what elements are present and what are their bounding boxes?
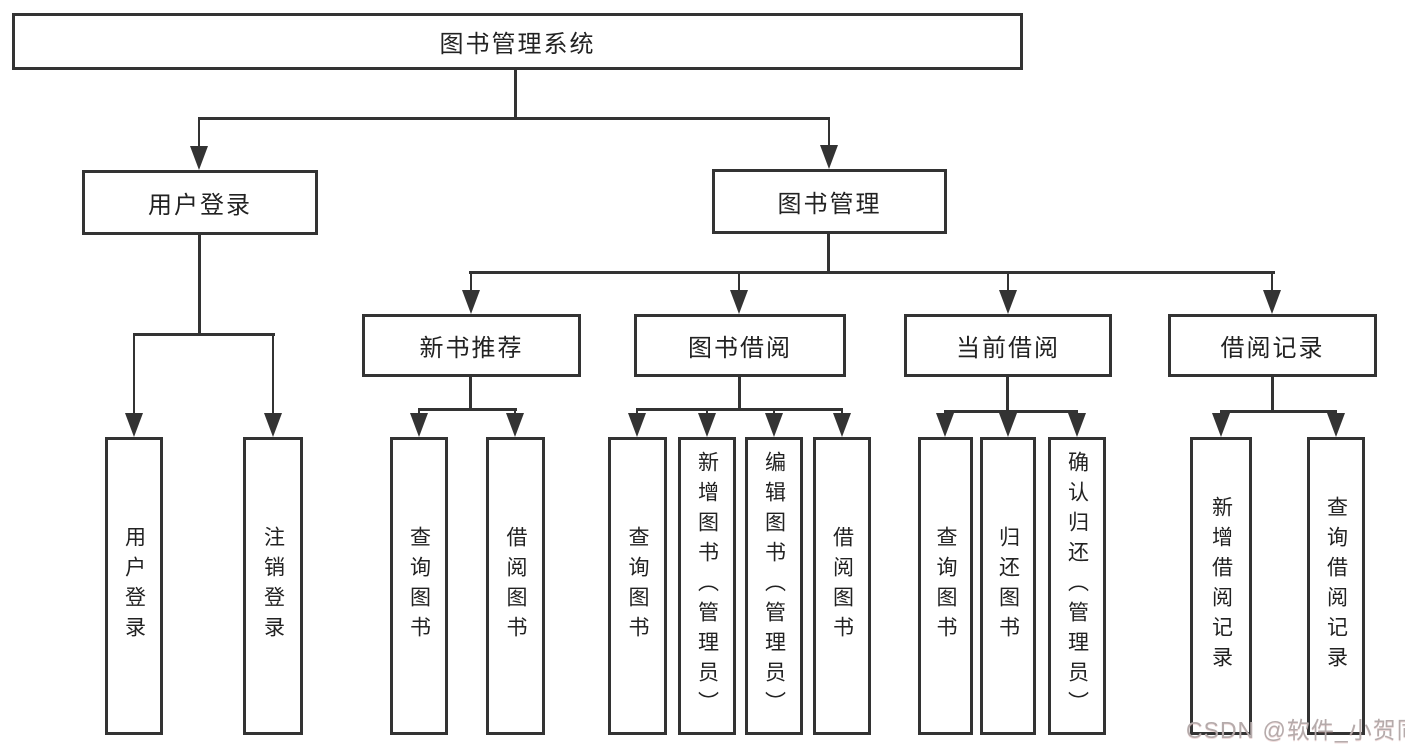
- connector-level2-hline: [198, 117, 830, 120]
- connector-drop-borrowing: [738, 271, 740, 293]
- connector-new-book-hline: [418, 408, 517, 411]
- arrow-down-icon: [730, 290, 748, 314]
- arrow-down-icon: [698, 413, 716, 437]
- node-borrow-records: 借阅记录: [1168, 314, 1377, 377]
- arrow-down-icon: [628, 413, 646, 437]
- connector-book-management-stem: [827, 234, 830, 273]
- leaf-records-query-record-label: 查询借阅记录: [1324, 496, 1348, 676]
- leaf-current-confirm-return-admin-label: 确认归还（管理员）: [1065, 451, 1089, 721]
- connector-user-login-hline: [133, 333, 275, 336]
- connector-drop: [841, 408, 843, 416]
- connector-records-hline: [1220, 410, 1337, 413]
- leaf-borrowing-borrow-books: 借阅图书: [813, 437, 871, 735]
- connector-borrowing-stem: [738, 377, 741, 409]
- arrow-down-icon: [1068, 413, 1086, 437]
- connector-drop-user-login: [198, 117, 200, 149]
- leaf-borrowing-query-books: 查询图书: [608, 437, 667, 735]
- arrow-down-icon: [264, 413, 282, 437]
- arrow-down-icon: [462, 290, 480, 314]
- leaf-user-login-label: 用户登录: [122, 526, 146, 646]
- arrow-down-icon: [125, 413, 143, 437]
- leaf-records-query-record: 查询借阅记录: [1307, 437, 1365, 735]
- arrow-down-icon: [190, 146, 208, 170]
- connector-drop-new-book: [470, 271, 472, 293]
- connector-drop-current: [1007, 271, 1009, 293]
- arrow-down-icon: [833, 413, 851, 437]
- connector-new-book-stem: [469, 377, 472, 409]
- leaf-current-confirm-return-admin: 确认归还（管理员）: [1048, 437, 1106, 735]
- connector-drop-leaf-user-login: [133, 333, 135, 417]
- csdn-watermark: CSDN @软件_小贺同学: [1186, 717, 1405, 743]
- leaf-current-query-books-label: 查询图书: [934, 526, 957, 646]
- connector-drop-book-management: [828, 117, 830, 149]
- node-user-login: 用户登录: [82, 170, 318, 235]
- leaf-logout: 注销登录: [243, 437, 303, 735]
- leaf-recommend-borrow-books-label: 借阅图书: [504, 526, 527, 646]
- leaf-current-query-books: 查询图书: [918, 437, 973, 735]
- leaf-recommend-borrow-books: 借阅图书: [486, 437, 545, 735]
- connector-root-stem: [514, 70, 517, 118]
- leaf-borrowing-query-books-label: 查询图书: [626, 526, 649, 646]
- arrow-down-icon: [1212, 413, 1230, 437]
- connector-drop: [773, 408, 775, 416]
- connector-drop: [706, 408, 708, 416]
- leaf-borrowing-edit-books-admin: 编辑图书（管理员）: [745, 437, 803, 735]
- arrow-down-icon: [1327, 413, 1345, 437]
- leaf-current-return-books: 归还图书: [980, 437, 1036, 735]
- leaf-recommend-query-books: 查询图书: [390, 437, 448, 735]
- arrow-down-icon: [999, 290, 1017, 314]
- leaf-borrowing-edit-books-admin-label: 编辑图书（管理员）: [762, 451, 786, 721]
- node-book-management-label: 图书管理: [777, 191, 882, 218]
- node-current-borrowing-label: 当前借阅: [956, 335, 1060, 362]
- connector-current-hline: [944, 410, 1078, 413]
- arrow-down-icon: [999, 413, 1017, 437]
- connector-drop: [636, 408, 638, 416]
- node-book-borrowing: 图书借阅: [634, 314, 846, 377]
- arrow-down-icon: [410, 413, 428, 437]
- connector-drop: [514, 408, 516, 416]
- node-new-book-recommend-label: 新书推荐: [419, 335, 524, 362]
- node-current-borrowing: 当前借阅: [904, 314, 1112, 377]
- leaf-records-add-record: 新增借阅记录: [1190, 437, 1252, 735]
- connector-current-stem: [1006, 377, 1009, 411]
- leaf-recommend-query-books-label: 查询图书: [407, 526, 431, 646]
- leaf-current-return-books-label: 归还图书: [996, 526, 1020, 646]
- node-root: 图书管理系统: [12, 13, 1023, 70]
- connector-level3-hline: [469, 271, 1275, 274]
- leaf-borrowing-borrow-books-label: 借阅图书: [830, 526, 854, 646]
- node-book-management: 图书管理: [712, 169, 947, 234]
- connector-drop-leaf-logout: [272, 333, 274, 417]
- leaf-records-add-record-label: 新增借阅记录: [1209, 496, 1233, 676]
- connector-drop: [418, 408, 420, 416]
- arrow-down-icon: [936, 413, 954, 437]
- leaf-logout-label: 注销登录: [261, 526, 285, 646]
- node-user-login-label: 用户登录: [148, 192, 252, 219]
- node-book-borrowing-label: 图书借阅: [688, 335, 792, 362]
- node-root-label: 图书管理系统: [439, 31, 596, 58]
- leaf-borrowing-add-books-admin-label: 新增图书（管理员）: [695, 451, 719, 721]
- arrow-down-icon: [1263, 290, 1281, 314]
- connector-borrowing-hline: [636, 408, 843, 411]
- connector-user-login-stem: [198, 235, 201, 334]
- arrow-down-icon: [506, 413, 524, 437]
- connector-drop-records: [1271, 271, 1273, 293]
- arrow-down-icon: [765, 413, 783, 437]
- node-new-book-recommend: 新书推荐: [362, 314, 581, 377]
- arrow-down-icon: [820, 145, 838, 169]
- leaf-user-login: 用户登录: [105, 437, 163, 735]
- connector-records-stem: [1271, 377, 1274, 411]
- node-borrow-records-label: 借阅记录: [1220, 335, 1325, 362]
- leaf-borrowing-add-books-admin: 新增图书（管理员）: [678, 437, 736, 735]
